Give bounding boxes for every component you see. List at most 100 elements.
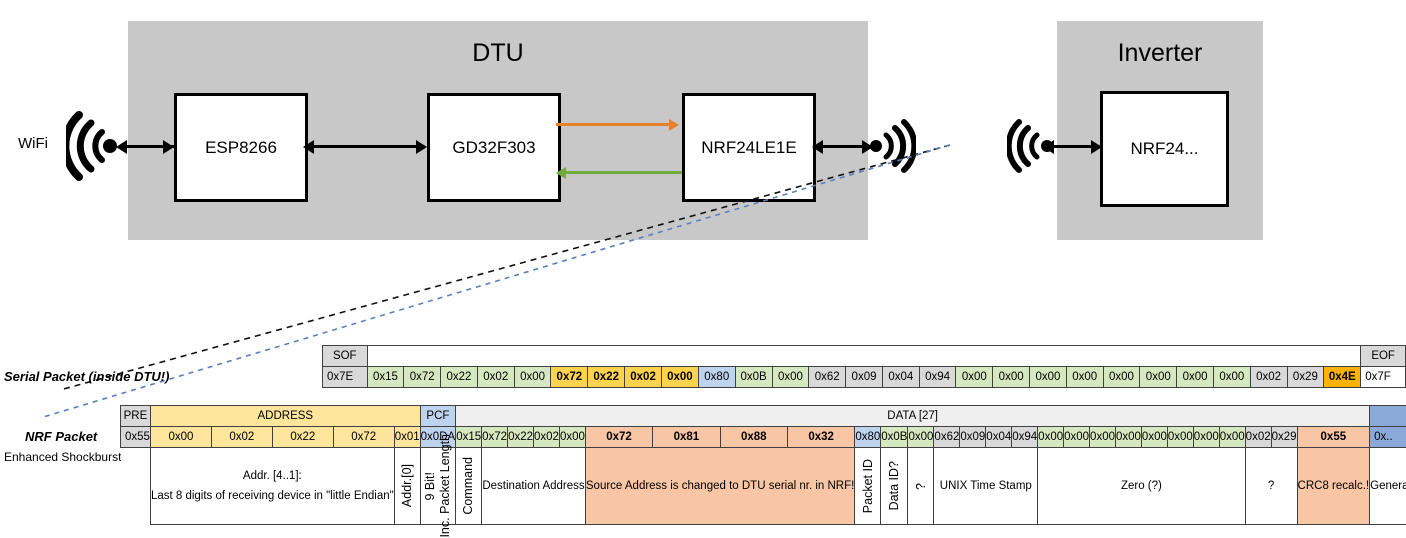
- esp-gd32-link: [313, 145, 417, 148]
- nrf-byte-10: 0x0B: [881, 427, 908, 448]
- nrf-desc-command-text: Command: [461, 457, 475, 515]
- nrf-byte-4: 0x00: [559, 427, 585, 448]
- nrf-byte-26: 0x55: [1297, 427, 1370, 448]
- nrf-gd32-rx-line: [566, 171, 682, 174]
- nrf-antenna-arrowhead-left: [812, 140, 823, 154]
- nrf-address-byte-2: 0x22: [272, 427, 333, 448]
- nrf-byte-16: 0x00: [1038, 427, 1064, 448]
- inverter-title: Inverter: [1057, 39, 1263, 68]
- wifi-label: WiFi: [18, 135, 48, 152]
- nrf-pcf-header: PCF: [420, 406, 456, 427]
- nrf-crc-header: NRF CRC: [1370, 406, 1406, 427]
- nrf-address-header: ADDRESS: [150, 406, 420, 427]
- nrf-desc-zero: Zero (?): [1038, 448, 1246, 525]
- nrf-desc-unknown-1: ?: [908, 448, 934, 525]
- serial-byte-14: 0x04: [882, 367, 919, 388]
- nrf-byte-9: 0x80: [855, 427, 881, 448]
- nrf-data-header: DATA [27]: [456, 406, 1370, 427]
- nrf-byte-5: 0x72: [585, 427, 652, 448]
- nrf-desc-packet-id-text: Packet ID: [861, 459, 875, 513]
- serial-byte-2: 0x22: [441, 367, 478, 388]
- nrf-desc-timestamp: UNIX Time Stamp: [934, 448, 1038, 525]
- serial-sof-value: 0x7E: [323, 367, 368, 388]
- gd32-nrf-tx-arrowhead: [669, 119, 679, 131]
- serial-byte-6: 0x22: [588, 367, 625, 388]
- chip-esp8266: ESP8266: [174, 93, 308, 202]
- nrf-desc-pre: [121, 448, 151, 525]
- serial-byte-4: 0x00: [514, 367, 551, 388]
- serial-byte-13: 0x09: [846, 367, 883, 388]
- esp-gd32-arrowhead-right: [416, 140, 427, 154]
- packet-tables: Serial Packet (inside DTU!) NRF Packet E…: [0, 340, 1406, 523]
- nrf-byte-23: 0x00: [1219, 427, 1245, 448]
- dtu-title: DTU: [128, 39, 868, 68]
- nrf-desc-pcf-length: Inc. Packet Length: [438, 434, 452, 538]
- nrf-crc-byte-0: 0x..: [1370, 427, 1406, 448]
- chip-gd32f303-label: GD32F303: [452, 138, 535, 158]
- nrf-byte-8: 0x32: [787, 427, 854, 448]
- serial-eof-header: EOF: [1361, 346, 1406, 367]
- serial-byte-10: 0x0B: [735, 367, 772, 388]
- serial-packet-header-row: SOF EOF: [323, 346, 1406, 367]
- nrf-desc-destination: Destination Address: [482, 448, 586, 525]
- wifi-esp-arrowhead-right: [163, 140, 174, 154]
- chip-gd32f303: GD32F303: [427, 93, 561, 202]
- serial-eof-value: 0x7F: [1361, 367, 1406, 388]
- serial-byte-12: 0x62: [809, 367, 846, 388]
- nrf-byte-2: 0x22: [508, 427, 534, 448]
- nrf-desc-address-block: Addr. [4..1]:Last 8 digits of receiving …: [150, 448, 394, 525]
- nrf-byte-0: 0x15: [456, 427, 482, 448]
- serial-byte-7: 0x02: [625, 367, 662, 388]
- nrf-byte-20: 0x00: [1141, 427, 1167, 448]
- inverter-antenna-arrowhead-left: [1043, 140, 1054, 154]
- nrf-byte-3: 0x02: [534, 427, 560, 448]
- nrf-desc-unknown-2: ?: [1245, 448, 1297, 525]
- nrf-desc-data-id: Data ID?: [881, 448, 908, 525]
- nrf-byte-12: 0x62: [934, 427, 960, 448]
- nrf-desc-crc8: CRC8 recalc.!: [1297, 448, 1370, 525]
- nrf-packet-table: PRE ADDRESS PCF DATA [27] NRF CRC 0x550x…: [120, 405, 1406, 525]
- chip-nrf24le1e-label: NRF24LE1E: [701, 138, 796, 158]
- nrf-byte-7: 0x88: [720, 427, 787, 448]
- nrf-desc-address-0-text: Addr.[0]: [400, 464, 414, 507]
- dtu-radio-icon: [868, 118, 916, 174]
- serial-byte-5: 0x72: [551, 367, 588, 388]
- serial-byte-16: 0x00: [956, 367, 993, 388]
- nrf-byte-13: 0x09: [960, 427, 986, 448]
- serial-byte-24: 0x02: [1250, 367, 1287, 388]
- nrf-desc-pcf: 9 Bit!Inc. Packet Length: [420, 448, 456, 525]
- nrf-byte-19: 0x00: [1115, 427, 1141, 448]
- block-diagram: DTU WiFi ESP8266 GD32F303 NRF24LE1E: [0, 0, 1406, 300]
- serial-byte-1: 0x72: [404, 367, 441, 388]
- nrf-desc-source: Source Address is changed to DTU serial …: [585, 448, 854, 525]
- nrf-desc-address-0: Addr.[0]: [394, 448, 420, 525]
- serial-sof-header: SOF: [323, 346, 368, 367]
- serial-byte-25: 0x29: [1287, 367, 1324, 388]
- nrf-desc-data-id-text: Data ID?: [887, 461, 901, 510]
- nrf-byte-11: 0x00: [908, 427, 934, 448]
- nrf-byte-1: 0x72: [482, 427, 508, 448]
- nrf-byte-22: 0x00: [1193, 427, 1219, 448]
- serial-header-spacer: [367, 346, 1361, 367]
- nrf-address-byte-3: 0x72: [333, 427, 394, 448]
- nrf-packet-label: NRF Packet: [25, 429, 97, 444]
- esp-gd32-arrowhead-left: [303, 140, 314, 154]
- nrf-byte-25: 0x29: [1271, 427, 1297, 448]
- serial-byte-8: 0x00: [662, 367, 699, 388]
- nrf-byte-24: 0x02: [1245, 427, 1271, 448]
- nrf-pre-value: 0x55: [121, 427, 151, 448]
- serial-byte-23: 0x00: [1213, 367, 1250, 388]
- chip-esp8266-label: ESP8266: [205, 138, 277, 158]
- nrf-byte-18: 0x00: [1090, 427, 1116, 448]
- nrf-byte-14: 0x04: [986, 427, 1012, 448]
- chip-nrf24-label: NRF24...: [1130, 139, 1198, 159]
- nrf-packet-description-row: Addr. [4..1]:Last 8 digits of receiving …: [121, 448, 1406, 525]
- serial-byte-22: 0x00: [1177, 367, 1214, 388]
- nrf-byte-6: 0x81: [653, 427, 720, 448]
- nrf-byte-21: 0x00: [1167, 427, 1193, 448]
- nrf-desc-nrf-crc: Generated automatically. Dont Care!: [1370, 448, 1406, 525]
- serial-byte-0: 0x15: [367, 367, 404, 388]
- nrf-byte-17: 0x00: [1064, 427, 1090, 448]
